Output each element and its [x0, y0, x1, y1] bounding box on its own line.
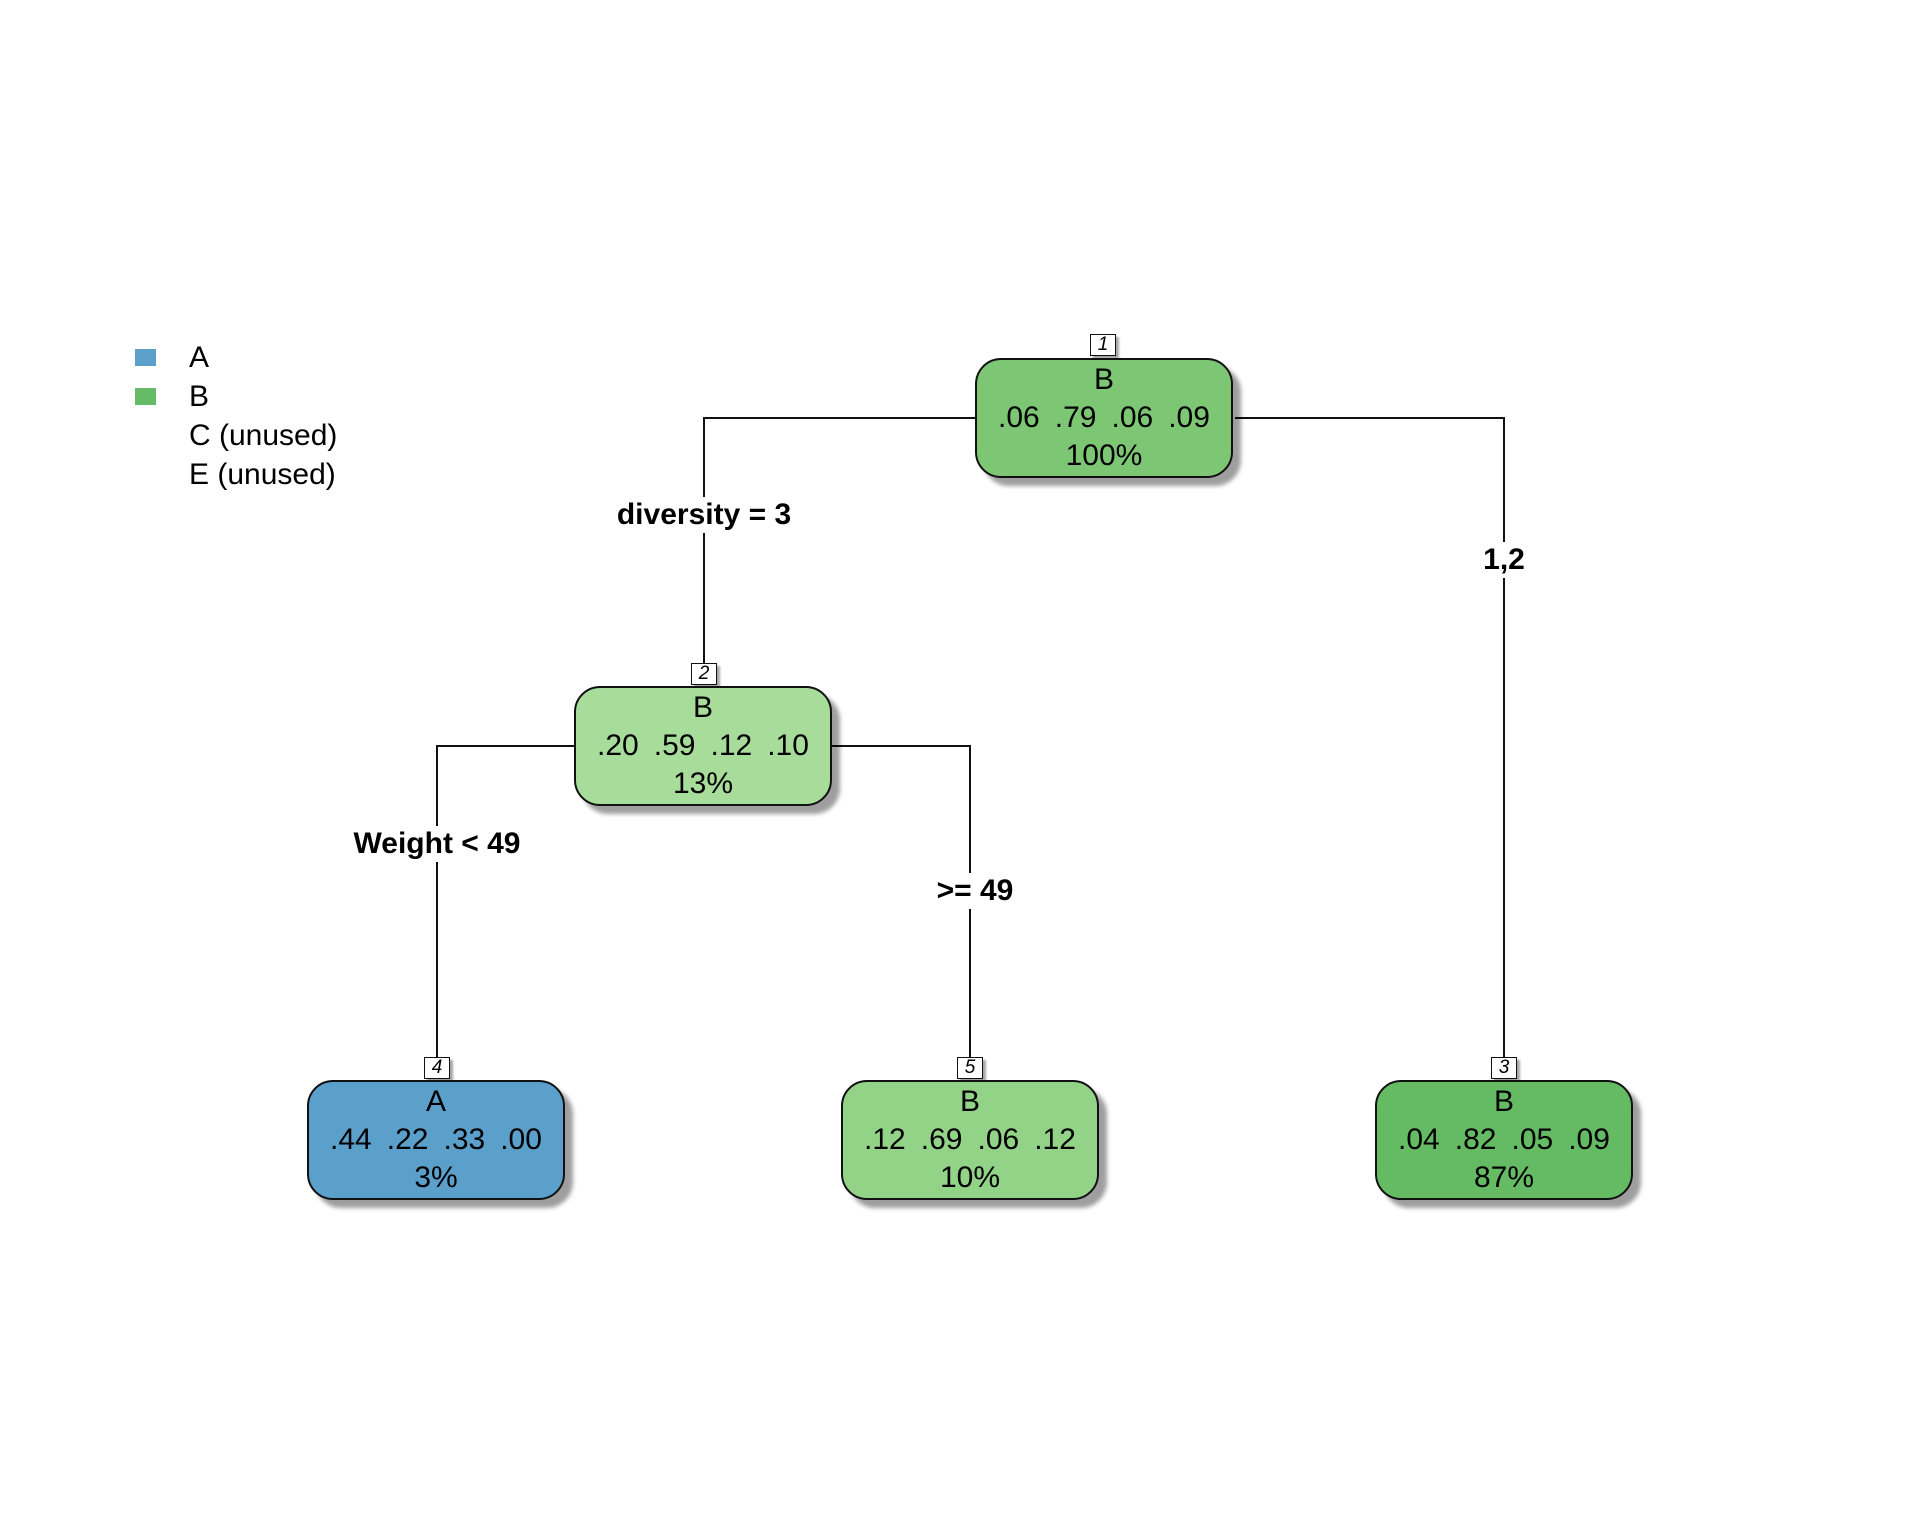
node-1-prob-a: .06 — [998, 401, 1040, 434]
node-3-class: B — [1493, 1085, 1514, 1118]
node-4-prob-b: .22 — [386, 1123, 429, 1156]
split-label-root-right: 1,2 — [1479, 542, 1529, 578]
node-5-prob-b: .69 — [920, 1123, 963, 1156]
node-1-class: B — [1093, 363, 1114, 396]
node-2-prob-e: .10 — [767, 729, 809, 762]
node-4-prob-a: .44 — [330, 1123, 372, 1156]
tree-node-2: B .20 .59 .12 .10 13% — [574, 686, 832, 806]
node-4-prob-c: .33 — [443, 1123, 486, 1156]
node-1-prob-c: .06 — [1111, 401, 1154, 434]
edge-2-4 — [436, 745, 575, 1062]
node-3-prob-e: .09 — [1568, 1123, 1610, 1156]
legend-swatch-a — [135, 349, 156, 366]
node-2-class: B — [692, 691, 713, 724]
node-2-prob-b: .59 — [653, 729, 696, 762]
node-5-class: B — [959, 1085, 980, 1118]
node-3-probs: .04 .82 .05 .09 — [1377, 1122, 1631, 1158]
tree-node-1: B .06 .79 .06 .09 100% — [975, 358, 1233, 478]
node-5-prob-e: .12 — [1034, 1123, 1076, 1156]
tree-node-5: B .12 .69 .06 .12 10% — [841, 1080, 1099, 1200]
node-4-class: A — [425, 1085, 446, 1118]
tree-node-4: A .44 .22 .33 .00 3% — [307, 1080, 565, 1200]
node-id-5: 5 — [957, 1057, 983, 1079]
node-id-1: 1 — [1090, 334, 1116, 356]
node-3-prob-c: .05 — [1511, 1123, 1554, 1156]
node-3-percent: 87% — [1473, 1161, 1535, 1194]
node-1-prob-b: .79 — [1054, 401, 1097, 434]
split-label-n2-right: >= 49 — [932, 873, 1018, 909]
edge-1-3 — [1235, 417, 1505, 1062]
legend-label-c: C (unused) — [189, 419, 338, 452]
node-4-probs: .44 .22 .33 .00 — [309, 1122, 563, 1158]
node-2-prob-c: .12 — [710, 729, 753, 762]
node-1-probs: .06 .79 .06 .09 — [977, 400, 1231, 436]
node-1-prob-e: .09 — [1168, 401, 1210, 434]
node-id-4: 4 — [424, 1057, 450, 1079]
legend-label-e: E (unused) — [189, 458, 336, 491]
node-id-3: 3 — [1491, 1057, 1517, 1079]
legend-label-a: A — [189, 341, 210, 374]
node-4-prob-e: .00 — [500, 1123, 542, 1156]
legend-swatch-b — [135, 388, 156, 405]
node-5-prob-c: .06 — [977, 1123, 1020, 1156]
node-3-prob-b: .82 — [1454, 1123, 1497, 1156]
node-2-percent: 13% — [672, 767, 734, 800]
edge-1-2 — [703, 417, 979, 668]
node-5-percent: 10% — [939, 1161, 1001, 1194]
node-5-probs: .12 .69 .06 .12 — [843, 1122, 1097, 1158]
legend-label-b: B — [189, 380, 210, 413]
split-label-n2-left: Weight < 49 — [349, 826, 525, 862]
node-1-percent: 100% — [1065, 439, 1143, 472]
node-3-prob-a: .04 — [1398, 1123, 1440, 1156]
split-label-root-left: diversity = 3 — [612, 497, 796, 533]
node-5-prob-a: .12 — [864, 1123, 906, 1156]
node-id-2: 2 — [691, 663, 717, 685]
node-4-percent: 3% — [414, 1161, 458, 1194]
edge-2-5 — [832, 745, 971, 1062]
tree-node-3: B .04 .82 .05 .09 87% — [1375, 1080, 1633, 1200]
node-2-prob-a: .20 — [597, 729, 639, 762]
node-2-probs: .20 .59 .12 .10 — [576, 728, 830, 764]
